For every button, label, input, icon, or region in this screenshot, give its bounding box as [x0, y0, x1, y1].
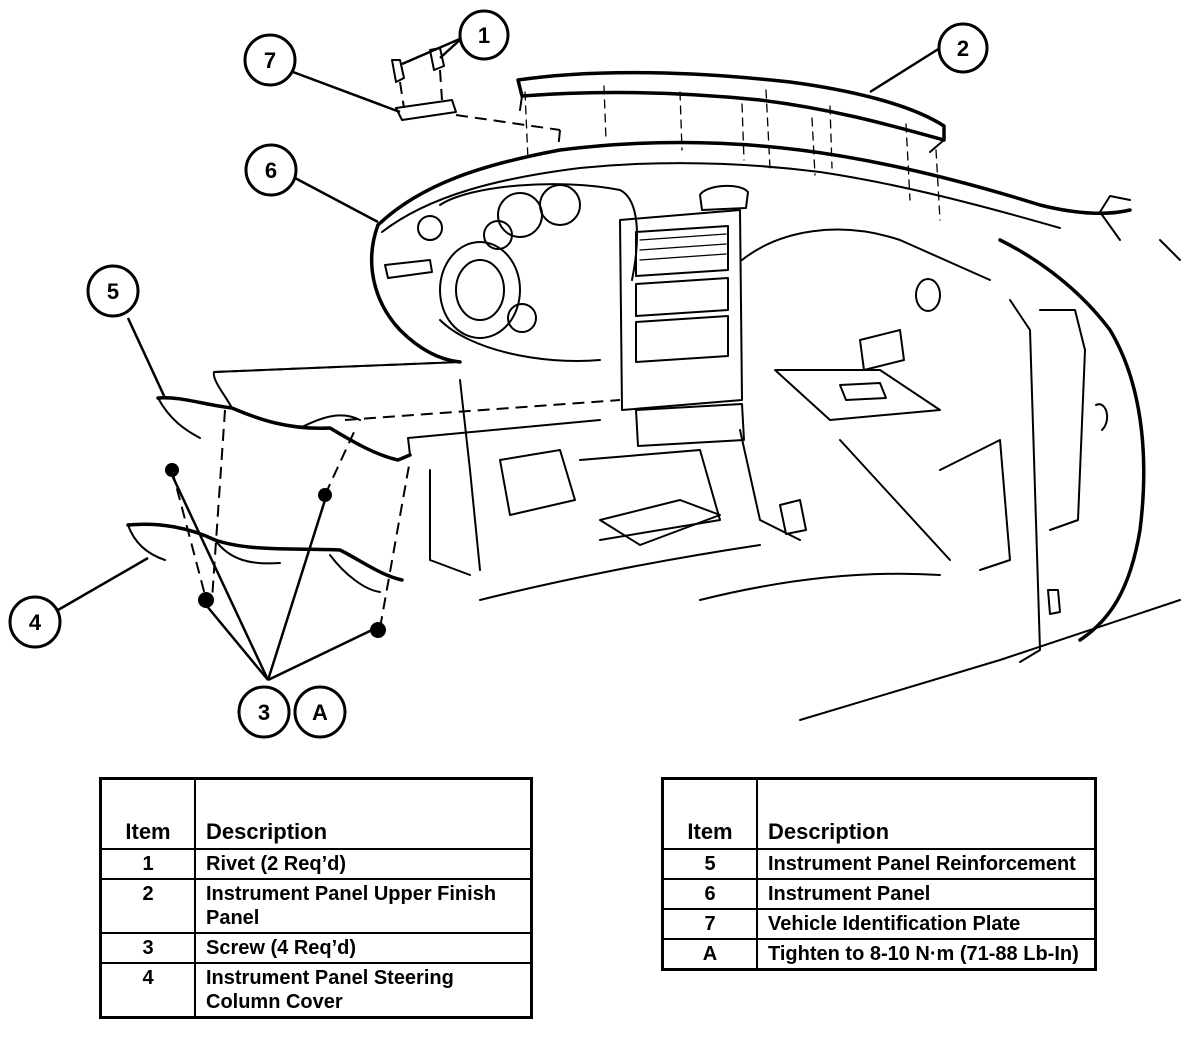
callout-5: 5	[86, 264, 140, 318]
instrument-panel-exploded-diagram: 1 2 7 6 5 4 3 A	[8, 9, 1181, 739]
instrument-panel-reinforcement	[156, 361, 621, 462]
description-column-header: Description	[194, 777, 533, 850]
legend-item: 6	[661, 878, 758, 910]
svg-text:A: A	[312, 700, 328, 725]
item-column-header: Item	[99, 777, 196, 850]
legend-item: 7	[661, 908, 758, 940]
legend-description: Instrument Panel Steering Column Cover	[194, 962, 533, 1019]
legend-row: A Tighten to 8-10 N·m (71-88 Lb-In)	[661, 938, 1097, 971]
svg-text:4: 4	[29, 610, 42, 635]
legend-item: 1	[99, 848, 196, 880]
legend-row: 6 Instrument Panel	[661, 878, 1097, 910]
callout-6: 6	[244, 143, 298, 197]
description-column-header: Description	[756, 777, 1097, 850]
legend-description: Rivet (2 Req’d)	[194, 848, 533, 880]
steering-column-cover	[126, 522, 404, 593]
legend-header-row: Item Description	[661, 777, 1097, 850]
legend-item: 3	[99, 932, 196, 964]
legend-item: 5	[661, 848, 758, 880]
item-column-header: Item	[661, 777, 758, 850]
legend-item: 4	[99, 962, 196, 1019]
svg-text:7: 7	[264, 48, 276, 73]
svg-text:5: 5	[107, 279, 119, 304]
legend-row: 5 Instrument Panel Reinforcement	[661, 848, 1097, 880]
svg-text:2: 2	[957, 36, 969, 61]
svg-text:6: 6	[265, 158, 277, 183]
legend-row: 2 Instrument Panel Upper Finish Panel	[99, 878, 533, 934]
callout-1: 1	[458, 9, 510, 61]
legend-description: Instrument Panel	[756, 878, 1097, 910]
callout-a: A	[293, 685, 347, 739]
upper-finish-panel	[516, 70, 946, 221]
screws	[165, 409, 411, 638]
legend-description: Instrument Panel Upper Finish Panel	[194, 878, 533, 934]
callout-4: 4	[8, 595, 62, 649]
legend-description: Tighten to 8-10 N·m (71-88 Lb-In)	[756, 938, 1097, 971]
vehicle-identification-plate	[395, 99, 561, 151]
legend-row: 1 Rivet (2 Req’d)	[99, 848, 533, 880]
legend-item: A	[661, 938, 758, 971]
legend-header-row: Item Description	[99, 777, 533, 850]
svg-text:3: 3	[258, 700, 270, 725]
legend-table-right: Item Description 5 Instrument Panel Rein…	[661, 777, 1097, 971]
legend-description: Instrument Panel Reinforcement	[756, 848, 1097, 880]
legend-item: 2	[99, 878, 196, 934]
callout-3: 3	[237, 685, 291, 739]
callout-7: 7	[243, 33, 297, 87]
leader-lines	[57, 36, 941, 682]
callout-2: 2	[937, 22, 989, 74]
legend-row: 4 Instrument Panel Steering Column Cover	[99, 962, 533, 1019]
instrument-panel	[370, 140, 1181, 721]
legend-description: Screw (4 Req’d)	[194, 932, 533, 964]
legend-row: 7 Vehicle Identification Plate	[661, 908, 1097, 940]
legend-row: 3 Screw (4 Req’d)	[99, 932, 533, 964]
svg-text:1: 1	[478, 23, 490, 48]
legend-table-left: Item Description 1 Rivet (2 Req’d) 2 Ins…	[99, 777, 533, 1019]
legend-description: Vehicle Identification Plate	[756, 908, 1097, 940]
